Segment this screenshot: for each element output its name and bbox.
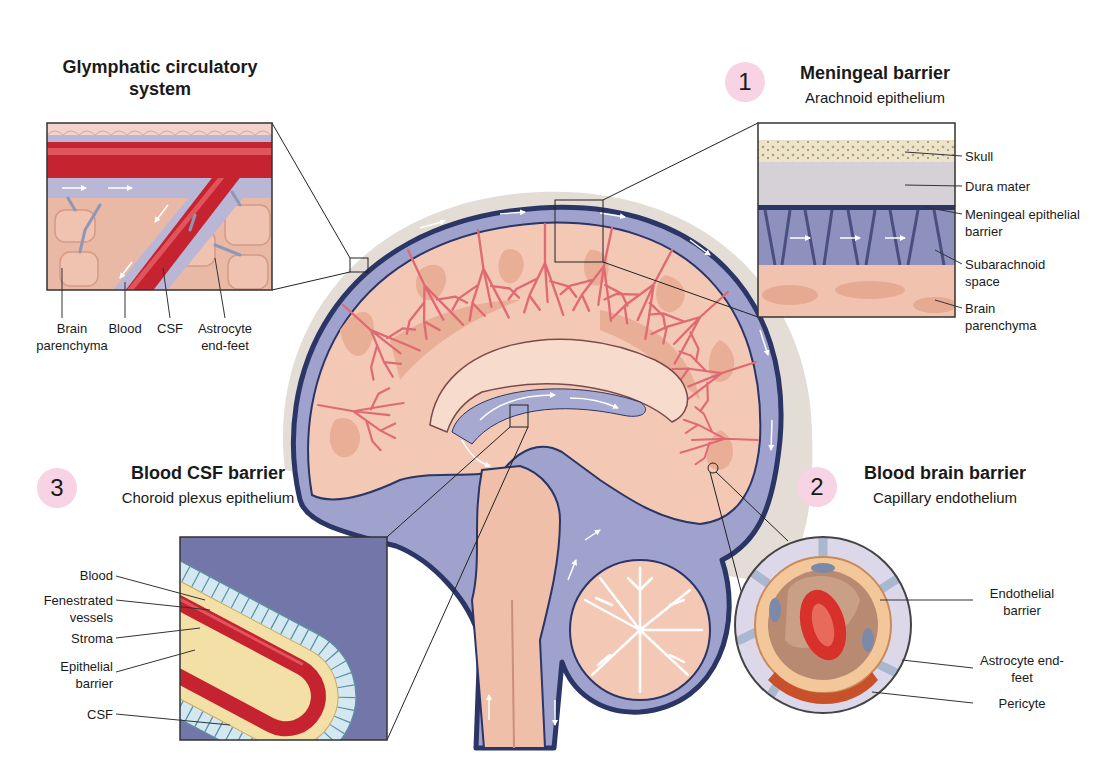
panel-title: Blood brain barrier — [835, 462, 1055, 484]
part-label: Epithelial barrier — [23, 658, 113, 692]
panel-title: Meningeal barrier — [770, 62, 980, 84]
part-label: Stroma — [13, 630, 113, 647]
part-label: CSF — [150, 320, 190, 337]
panel-title: Glymphatic circulatory system — [30, 56, 290, 100]
panel-heading: Meningeal barrierArachnoid epithelium — [770, 62, 980, 108]
panel-heading: Glymphatic circulatory system — [30, 56, 290, 100]
panel-subtitle: Choroid plexus epithelium — [88, 488, 328, 508]
part-label: Dura mater — [965, 178, 1085, 195]
panel-subtitle: Arachnoid epithelium — [770, 88, 980, 108]
panel-title: Blood CSF barrier — [88, 462, 328, 484]
part-label: Brain parenchyma — [965, 300, 1060, 334]
part-label: Blood — [13, 567, 113, 584]
part-label: Brain parenchyma — [27, 320, 117, 354]
callout-number: 3 — [37, 468, 77, 508]
part-label: Meningeal epithelial barrier — [965, 206, 1083, 240]
part-label: Astrocyte end-feet — [975, 652, 1070, 686]
part-label: Fenestrated vessels — [13, 592, 113, 626]
callout-number: 2 — [797, 467, 837, 507]
callout-number: 1 — [725, 62, 765, 102]
part-label: Skull — [965, 148, 1085, 165]
part-label: CSF — [53, 706, 113, 723]
panel-subtitle: Capillary endothelium — [835, 488, 1055, 508]
part-label: Pericyte — [975, 695, 1070, 712]
part-label: Endothelial barrier — [975, 585, 1070, 619]
part-label: Blood — [100, 320, 150, 337]
part-label: Subarachnoid space — [965, 256, 1060, 290]
part-label: Astrocyte end-feet — [188, 320, 263, 354]
panel-heading: Blood CSF barrierChoroid plexus epitheli… — [88, 462, 328, 508]
panel-heading: Blood brain barrierCapillary endothelium — [835, 462, 1055, 508]
